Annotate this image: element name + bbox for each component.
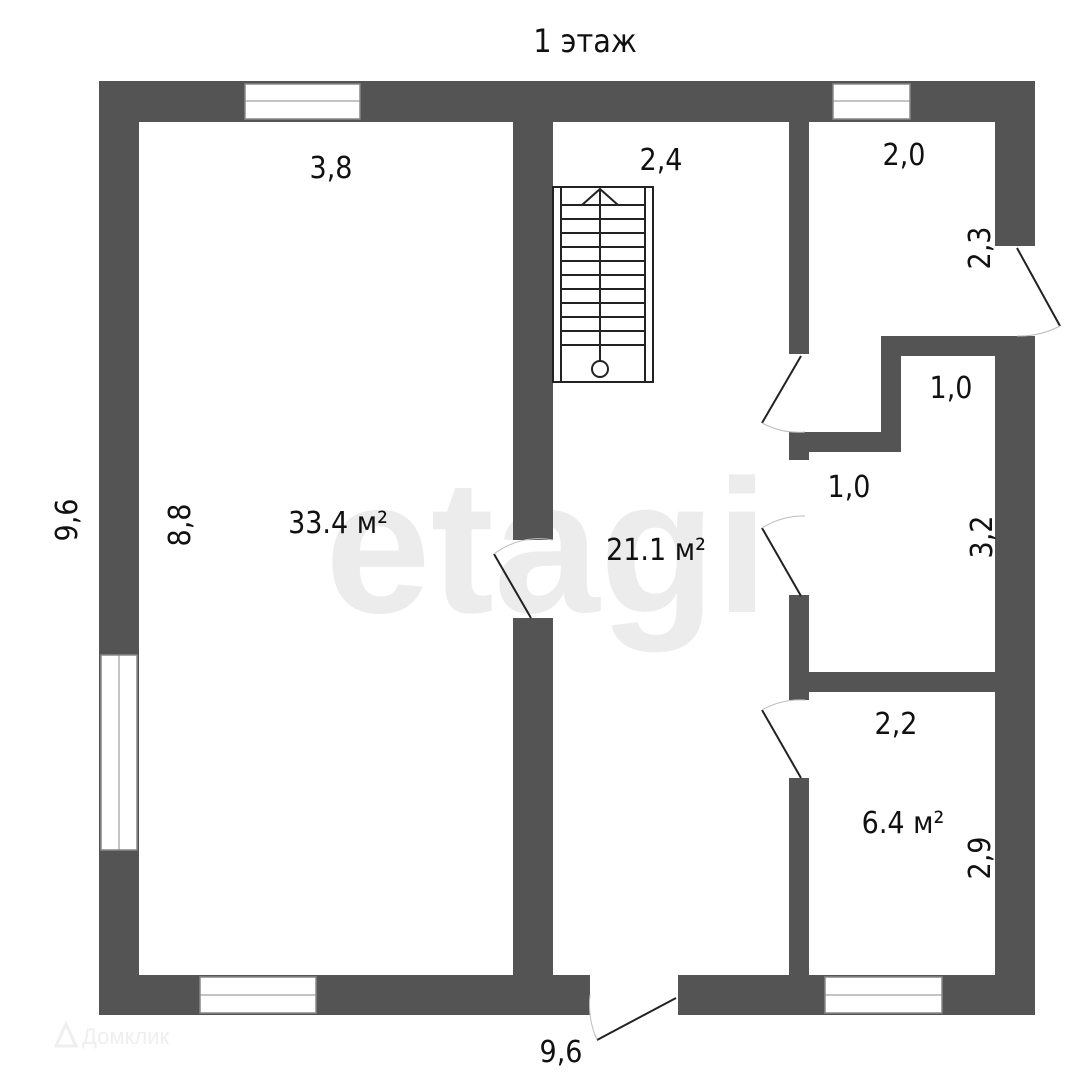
- watermark-small: Домклик: [82, 1024, 170, 1049]
- room1-width-label: 3,8: [310, 151, 353, 186]
- room-ne-width-label: 2,0: [883, 138, 926, 173]
- doors: [493, 247, 1061, 1041]
- total-width-label: 9,6: [540, 1035, 583, 1070]
- room1-height-label: 8,8: [163, 504, 198, 547]
- interior-walls: [513, 122, 1035, 975]
- total-height-label: 9,6: [50, 499, 85, 542]
- staircase: [552, 186, 654, 383]
- floor-title: 1 этаж: [533, 22, 637, 60]
- room-se-height-label: 2,9: [963, 837, 998, 880]
- room-se-width-label: 2,2: [875, 707, 918, 742]
- room1-area-label: 33.4 м²: [288, 506, 388, 541]
- closet-width-label: 1,0: [930, 371, 973, 406]
- domclick-logo: Домклик: [53, 1020, 170, 1049]
- hall-width-label: 2,4: [640, 143, 683, 178]
- windows: [100, 83, 943, 1014]
- room-mid-height-label: 3,2: [965, 516, 1000, 559]
- hall-area-label: 21.1 м²: [606, 533, 706, 568]
- room-mid-width-label: 1,0: [828, 470, 871, 505]
- room-ne-side-label: 2,3: [963, 227, 998, 270]
- room-se-area-label: 6.4 м²: [862, 806, 945, 841]
